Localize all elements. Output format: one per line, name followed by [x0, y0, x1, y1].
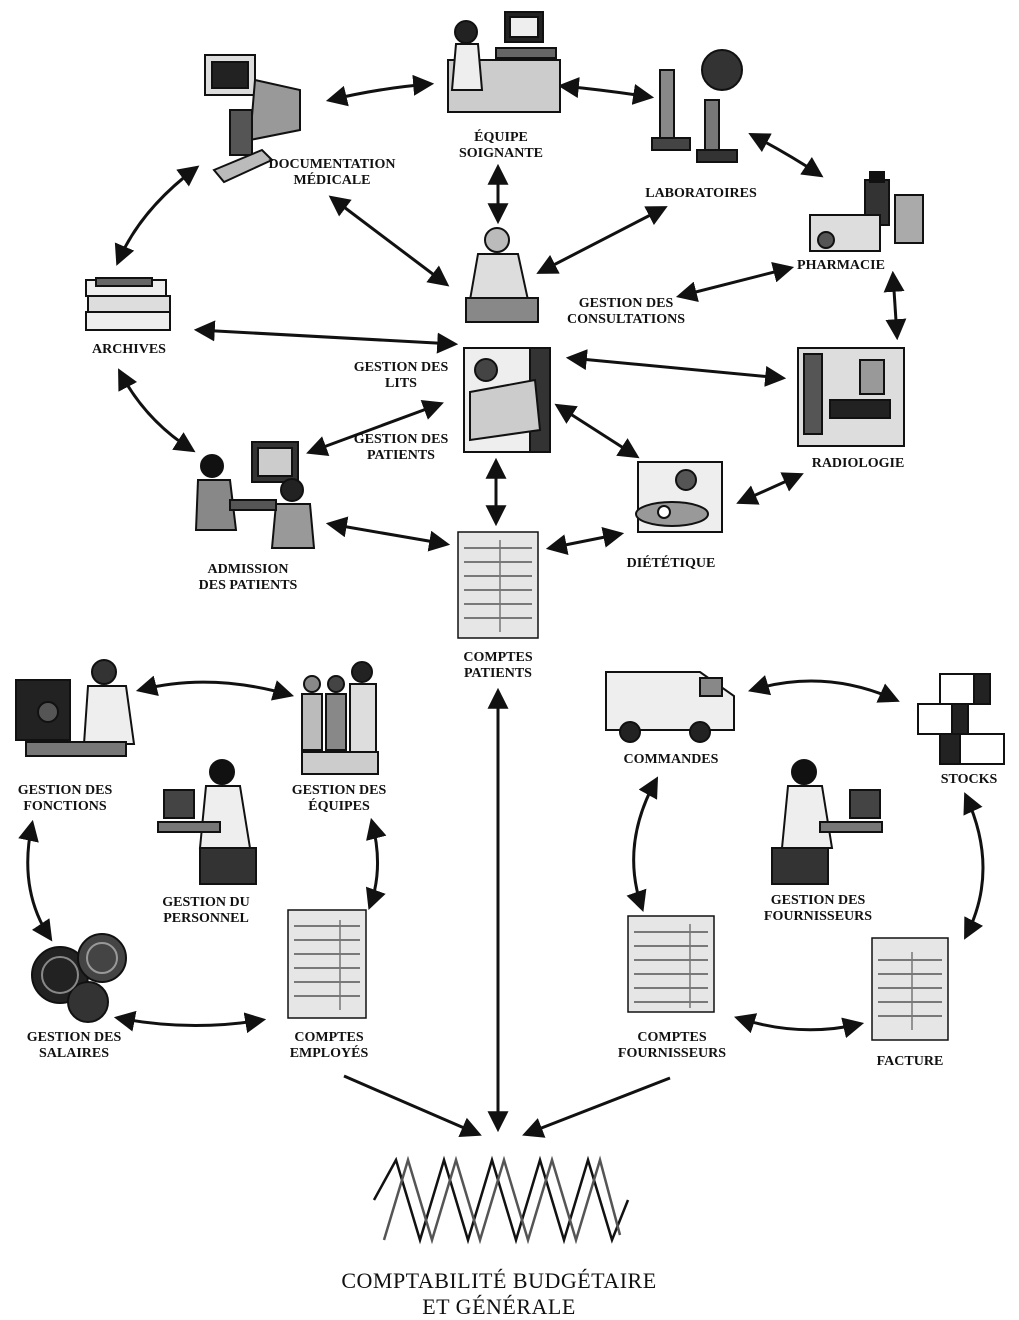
arrow-laboratoires-consultations [536, 206, 668, 274]
node-comptes-employes: COMPTES EMPLOYÉS [289, 1030, 369, 1061]
clerk-computer-icon [157, 759, 257, 885]
node-gestion-salaires: GESTION DES SALAIRES [26, 1030, 122, 1061]
arrow-equipes-comptes-employes [365, 817, 387, 910]
node-gestion-personnel: GESTION DU PERSONNEL [162, 895, 250, 926]
arrow-commandes-stocks [747, 675, 900, 703]
arrow-archives-admission [118, 368, 196, 453]
invoice-icon [871, 937, 949, 1041]
arrow-fonctions-salaires [18, 819, 53, 942]
node-commandes: COMMANDES [623, 752, 719, 767]
node-comptes-patients: COMPTES PATIENTS [463, 650, 533, 681]
boxes-icon [917, 673, 1005, 765]
node-comptabilite: COMPTABILITÉ BUDGÉTAIRE ET GÉNÉRALE [341, 1268, 657, 1319]
doctor-icon [465, 227, 539, 323]
arrow-documentation-archives [114, 165, 200, 266]
books-icon [85, 277, 171, 331]
supplier-account-form-icon [627, 915, 715, 1013]
arrow-lits-dietetique [554, 403, 640, 459]
arrow-comptes-fournisseurs-facture [734, 1013, 865, 1039]
node-documentation-medicale: DOCUMENTATION MÉDICALE [268, 157, 396, 188]
node-comptes-fournisseurs: COMPTES FOURNISSEURS [617, 1030, 727, 1061]
arrow-equipe-laboratoires [557, 77, 655, 105]
clerk-computer-icon [771, 759, 883, 885]
patient-account-form-icon [457, 531, 539, 639]
arrow-comptes-employes-comptabilite [343, 1074, 482, 1137]
arrow-salaires-comptes-employes [113, 1010, 267, 1034]
arrow-commandes-comptes-fournisseurs [626, 776, 659, 912]
hospital-bed-icon [463, 347, 551, 453]
node-gestion-fonctions: GESTION DES FONCTIONS [17, 783, 113, 814]
meal-tray-icon [635, 461, 723, 533]
reception-desk-icon [194, 441, 316, 549]
node-equipe-soignante: ÉQUIPE SOIGNANTE [458, 130, 544, 161]
node-archives: ARCHIVES [92, 342, 166, 357]
arrow-pharmacie-consultations [675, 261, 795, 303]
staff-team-icon [301, 661, 379, 775]
node-stocks: STOCKS [940, 772, 998, 787]
arrow-comptes-fournisseurs-comptabilite [522, 1076, 671, 1138]
arrow-documentation-consultations [328, 195, 450, 287]
xray-room-icon [797, 347, 905, 447]
arrow-archives-lits [193, 320, 459, 354]
coil-spring-icon [372, 1155, 630, 1245]
arrow-radiologie-dietetique [736, 472, 804, 505]
delivery-van-icon [605, 671, 735, 743]
node-facture: FACTURE [876, 1054, 944, 1069]
arrow-dietetique-comptes-patients [545, 526, 625, 556]
employee-account-form-icon [287, 909, 367, 1019]
medicine-icon [809, 171, 924, 252]
workstation-icon [204, 54, 301, 184]
node-gestion-consultations: GESTION DES CONSULTATIONS [566, 296, 685, 327]
arrow-lits-radiologie [565, 349, 787, 387]
node-admission-patients: ADMISSION DES PATIENTS [198, 562, 298, 593]
nurse-computer-icon [447, 11, 561, 113]
arrow-fonctions-equipes [135, 675, 295, 701]
arrow-lits-patients [306, 399, 444, 457]
microscope-icon [651, 49, 743, 163]
node-laboratoires: LABORATOIRES [645, 186, 757, 201]
arrow-admission-comptes-patients [325, 516, 451, 552]
arrow-documentation-equipe [325, 74, 435, 107]
node-gestion-equipes: GESTION DES ÉQUIPES [291, 783, 387, 814]
arrow-pharmacie-radiologie [883, 270, 907, 341]
arrow-stocks-facture [963, 792, 985, 940]
node-pharmacie: PHARMACIE [797, 258, 885, 273]
node-gestion-patients: GESTION DES PATIENTS [353, 432, 449, 463]
node-radiologie: RADIOLOGIE [811, 456, 905, 471]
staff-meeting-icon [15, 659, 136, 757]
coins-icon [31, 933, 127, 1023]
node-dietetique: DIÉTÉTIQUE [626, 556, 716, 571]
node-gestion-fournisseurs: GESTION DES FOURNISSEURS [763, 893, 873, 924]
arrow-laboratoires-pharmacie [748, 133, 824, 178]
node-gestion-lits: GESTION DES LITS [353, 360, 449, 391]
